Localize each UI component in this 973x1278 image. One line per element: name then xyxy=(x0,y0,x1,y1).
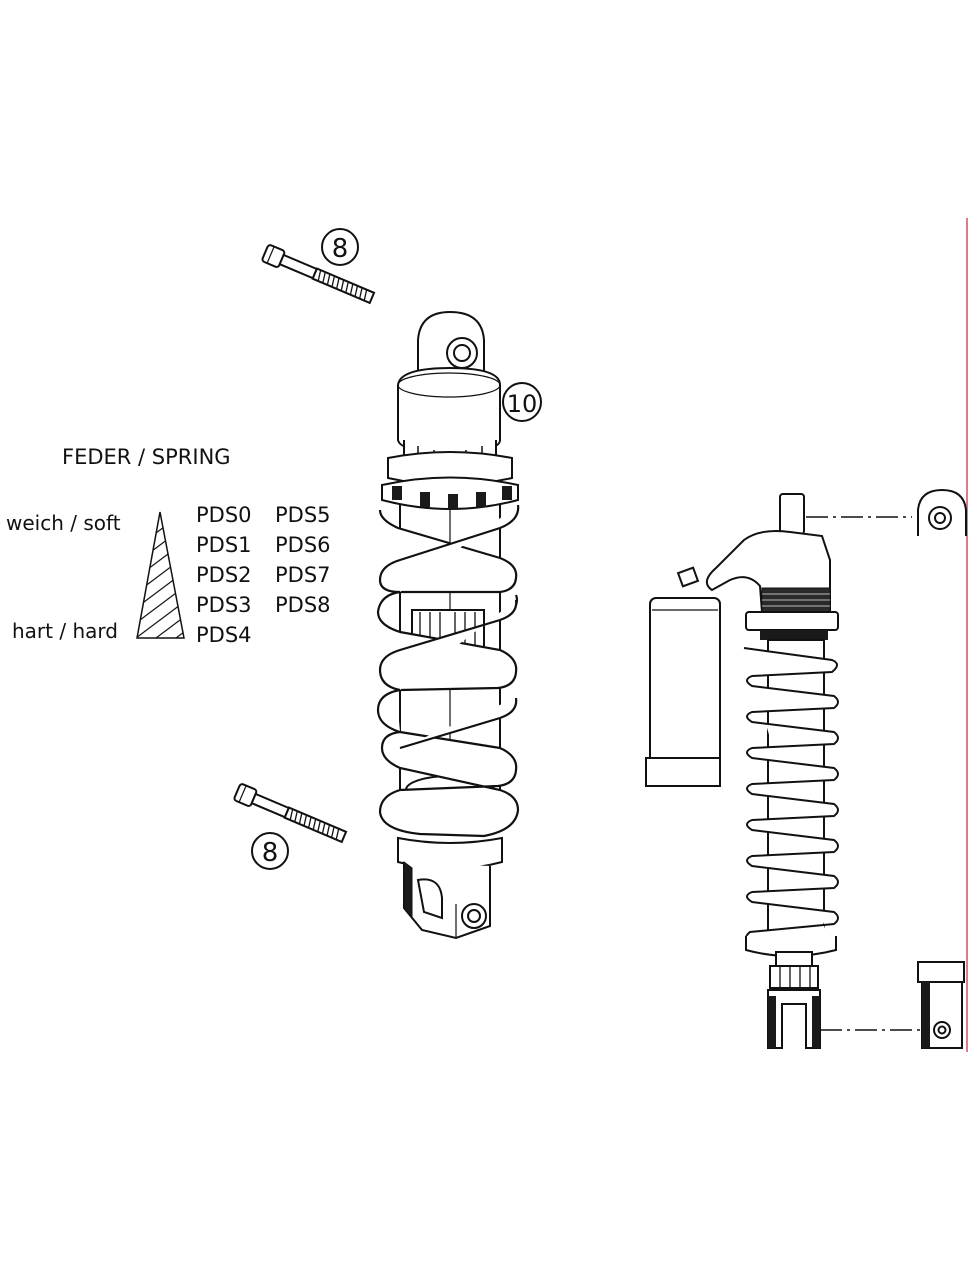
legend-heading: FEDER / SPRING xyxy=(62,445,231,469)
spring-code: PDS2 xyxy=(196,563,252,587)
bolt-top xyxy=(261,244,376,305)
spring-code: PDS0 xyxy=(196,503,252,527)
spring-code: PDS3 xyxy=(196,593,252,617)
callout-number: 8 xyxy=(332,234,349,264)
callout-number: 10 xyxy=(507,390,538,418)
callout-shock: 10 xyxy=(502,382,542,422)
spring-legend: FEDER / SPRING weich / soft hart / hard xyxy=(6,445,331,647)
shock-absorber-side-view xyxy=(645,488,967,1049)
spring-code: PDS6 xyxy=(275,533,331,557)
callout-number: 8 xyxy=(262,838,279,868)
shock-absorber-main xyxy=(376,310,520,940)
coil-spring xyxy=(376,504,520,838)
legend-soft-label: weich / soft xyxy=(6,511,121,535)
spring-code: PDS1 xyxy=(196,533,252,557)
callout-bolt-bottom: 8 xyxy=(251,832,289,870)
callout-bolt-top: 8 xyxy=(321,228,359,266)
legend-hard-label: hart / hard xyxy=(12,619,118,643)
spring-code: PDS4 xyxy=(196,623,252,647)
spring-code: PDS8 xyxy=(275,593,331,617)
coil-spring-side xyxy=(743,647,839,947)
spring-code: PDS7 xyxy=(275,563,331,587)
bolt-bottom xyxy=(233,783,348,844)
spring-code: PDS5 xyxy=(275,503,331,527)
hardness-wedge-icon xyxy=(136,511,185,639)
